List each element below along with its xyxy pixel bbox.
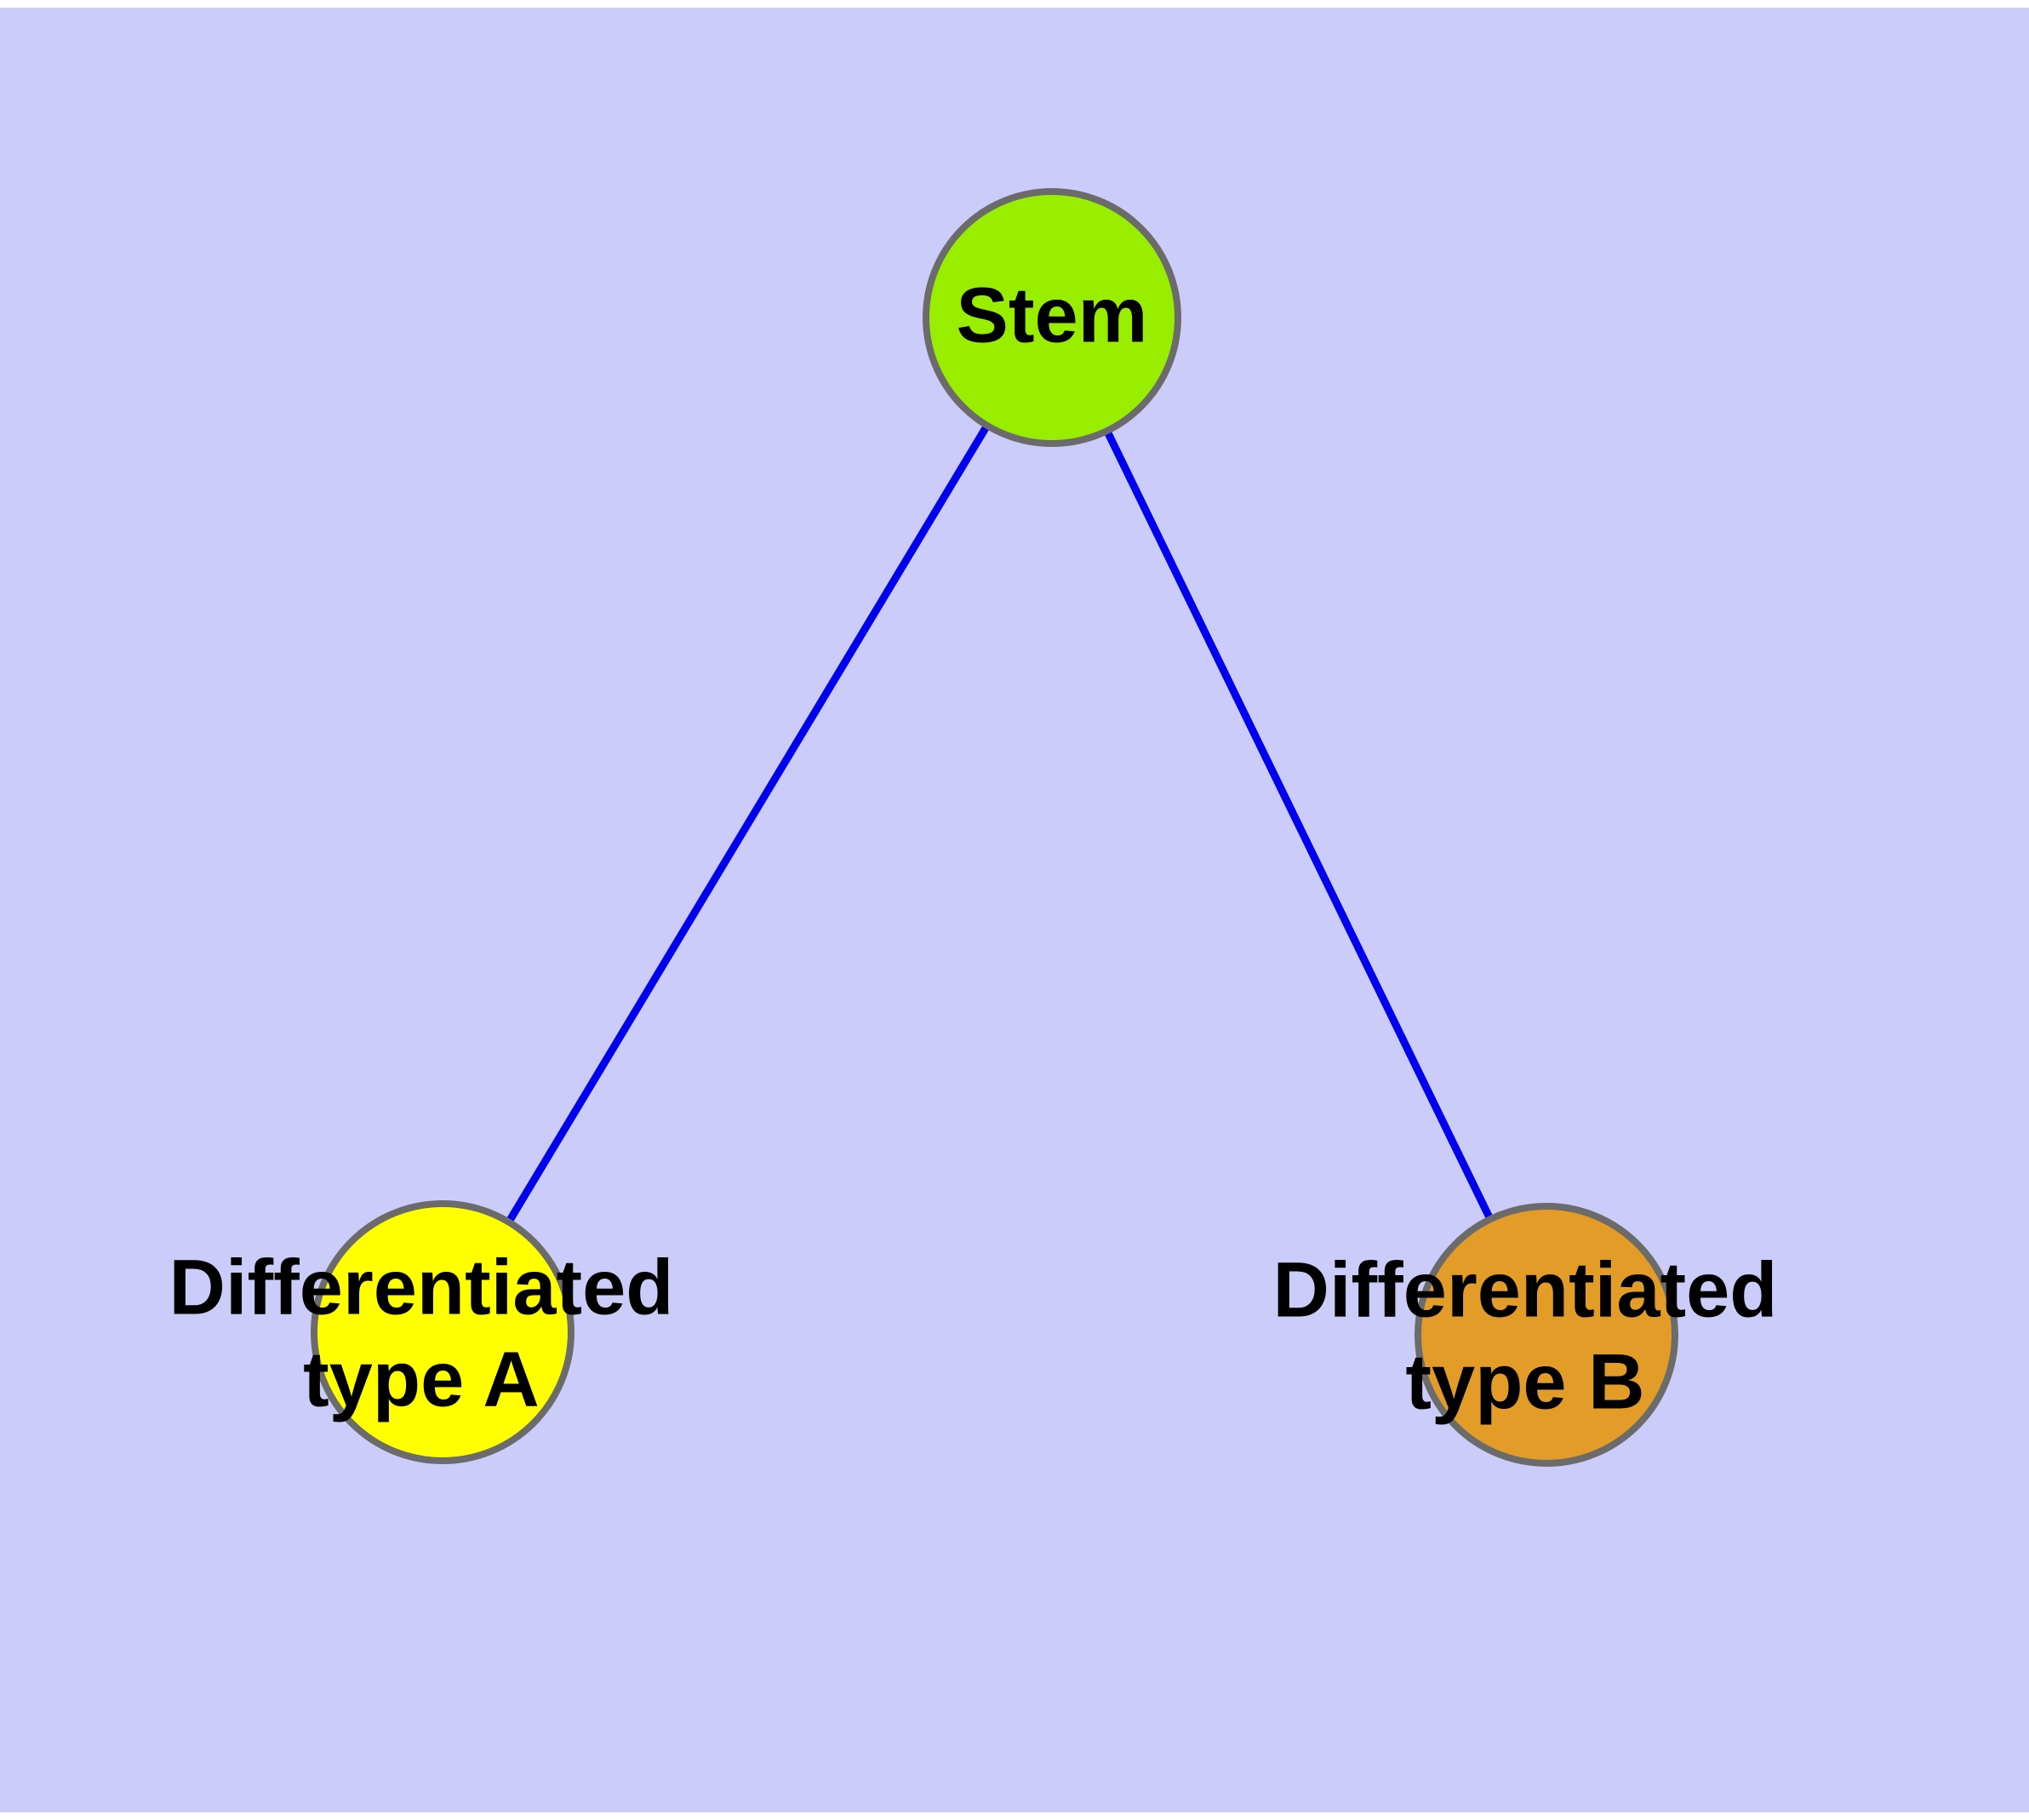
node-type-b-label-line1: Differentiated [1273, 1246, 1778, 1333]
node-type-a-circle[interactable] [311, 1200, 574, 1464]
node-stem[interactable]: Stem [923, 188, 1181, 447]
node-type-a-label-line2: type A [303, 1336, 540, 1422]
node-type-a-label-line1: Differentiated [169, 1244, 674, 1331]
node-differentiated-type-b[interactable]: Differentiated type B [1273, 1203, 1778, 1467]
edges-layer [439, 315, 1551, 1336]
node-stem-label: Stem [957, 272, 1148, 358]
nodes-layer: Stem Differentiated type A Differentiate… [169, 188, 1778, 1467]
node-type-b-circle[interactable] [1415, 1203, 1678, 1467]
node-differentiated-type-a[interactable]: Differentiated type A [169, 1200, 674, 1464]
node-stem-circle[interactable] [923, 188, 1181, 447]
edge-stem-to-type-b[interactable] [1048, 316, 1551, 1336]
node-type-b-label-line2: type B [1405, 1338, 1644, 1425]
edge-stem-to-type-a[interactable] [439, 315, 1055, 1335]
